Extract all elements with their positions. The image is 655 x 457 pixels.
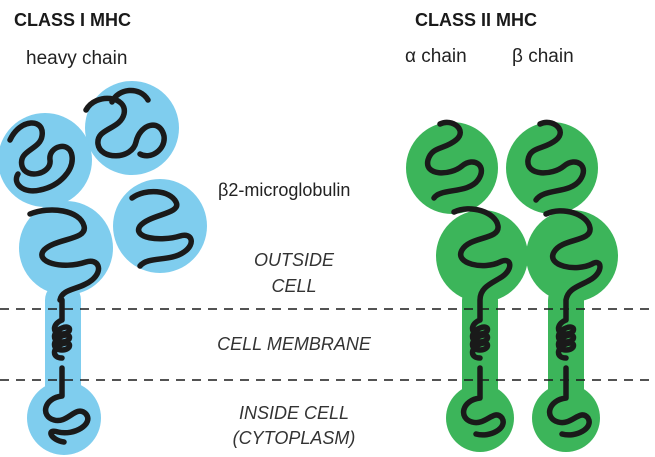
b2m-label: β2-microglobulin — [218, 180, 350, 200]
heavy-chain-label: heavy chain — [26, 48, 127, 69]
cell-membrane-label: CELL MEMBRANE — [217, 334, 372, 354]
class1-alpha3-domain — [19, 201, 113, 295]
class2-beta-tail — [532, 384, 600, 452]
class2-alpha1-domain — [406, 122, 498, 214]
outside-cell-label-line2: CELL — [271, 276, 316, 296]
class2-alpha-tail — [446, 384, 514, 452]
class2-alpha2-domain — [436, 210, 528, 302]
class1-alpha1-domain — [0, 113, 92, 207]
alpha-chain-label: α chain — [405, 46, 467, 67]
class2-alpha-chain-coil — [425, 119, 513, 438]
inside-cell-label-line1: INSIDE CELL — [239, 403, 349, 423]
class2-title: CLASS II MHC — [415, 10, 537, 30]
class1-molecule — [0, 81, 207, 455]
class2-molecule — [406, 119, 618, 452]
class1-heavy-chain-coil — [7, 87, 167, 303]
beta-chain-label: β chain — [512, 46, 574, 67]
inside-cell-label-line2: (CYTOPLASM) — [233, 428, 356, 448]
class1-alpha2-domain — [85, 81, 179, 175]
class2-beta-chain-coil — [525, 119, 603, 438]
class2-beta1-domain — [506, 122, 598, 214]
b2m-coil — [129, 188, 194, 269]
class1-title: CLASS I MHC — [14, 10, 131, 30]
class1-stalk-coil — [42, 297, 91, 445]
outside-cell-label-line1: OUTSIDE — [254, 250, 335, 270]
